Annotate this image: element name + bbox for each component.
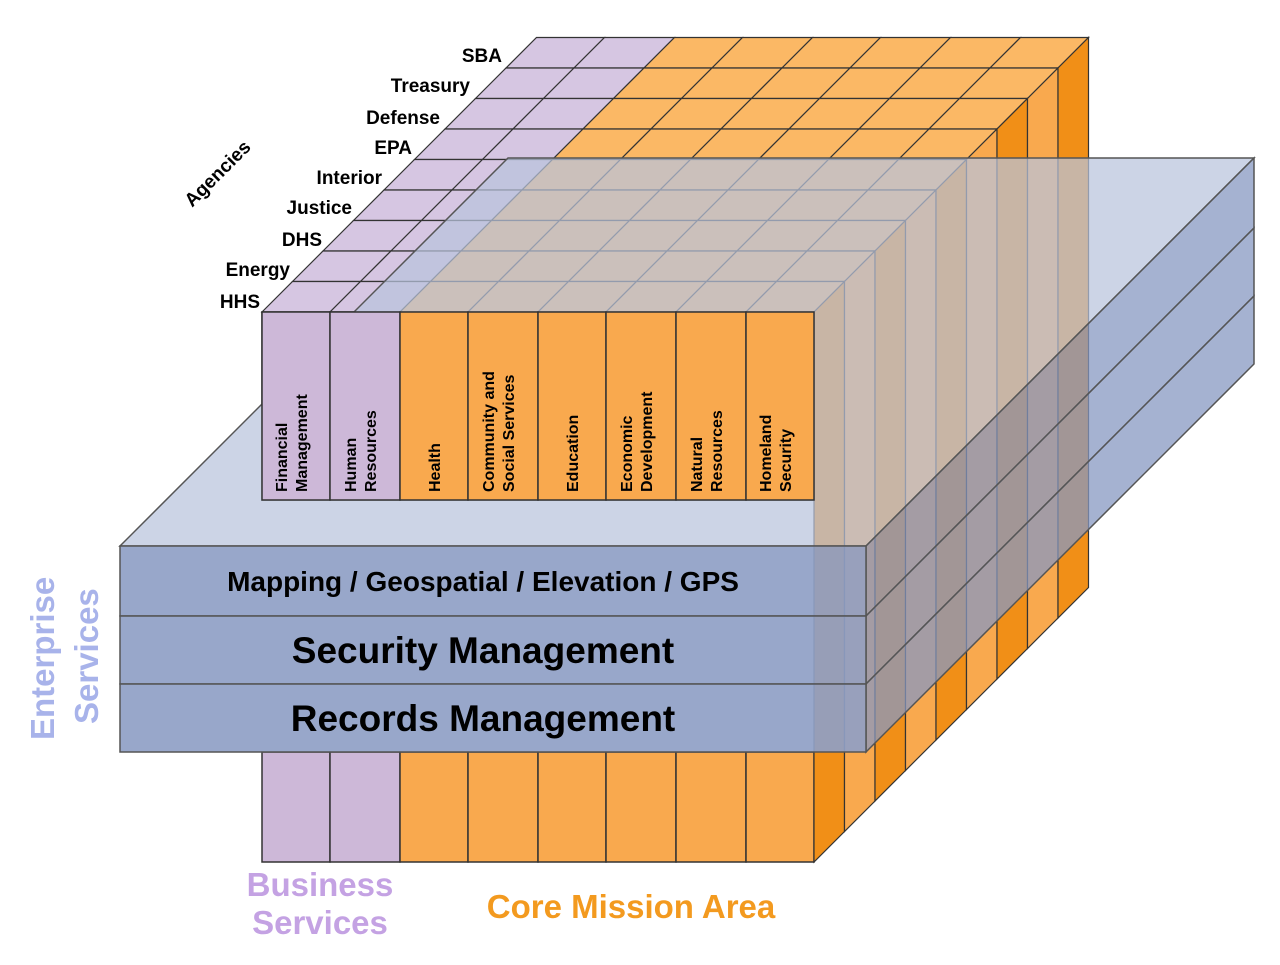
cube-lower-face	[537, 751, 607, 863]
column-label-mission: Development	[639, 391, 656, 492]
column-face-front	[467, 311, 539, 501]
enterprise-layer-label: Security Management	[292, 630, 674, 671]
agency-label: Interior	[317, 168, 383, 189]
agency-label: SBA	[462, 46, 502, 67]
cube-lower-face	[399, 751, 469, 863]
column-label-business: Human	[343, 438, 360, 492]
legend-enterprise-services-line1: Enterprise	[24, 577, 61, 740]
legend-business-services-line2: Services	[252, 904, 388, 941]
column-label-mission: Security	[778, 429, 795, 492]
agency-label: DHS	[282, 230, 322, 251]
column-label-mission: Education	[565, 415, 582, 492]
legend-enterprise-services-line2: Services	[68, 588, 105, 724]
column-label-mission: Social Services	[501, 374, 518, 492]
agency-label: Treasury	[391, 76, 471, 97]
agency-label: Defense	[366, 108, 440, 129]
cube-lower-face	[605, 751, 677, 863]
legend-business-services-line1: Business	[247, 866, 394, 903]
column-face-front	[605, 311, 677, 501]
cube-lower-face	[467, 751, 539, 863]
column-label-mission: Economic	[619, 415, 636, 492]
column-face-front	[261, 311, 331, 501]
cube-lower-face	[261, 751, 331, 863]
column-face-front	[329, 311, 401, 501]
enterprise-layer-labels: Mapping / Geospatial / Elevation / GPS Se…	[227, 566, 739, 739]
column-face-front	[745, 311, 815, 501]
cube-lower-face	[675, 751, 747, 863]
cube-lower-face	[329, 751, 401, 863]
column-label-mission: Resources	[709, 410, 726, 492]
enterprise-layer-front	[119, 615, 867, 685]
agency-label: EPA	[374, 138, 412, 159]
column-face-front	[399, 311, 469, 501]
legend-core-mission-area: Core Mission Area	[487, 888, 776, 925]
column-label-mission: Community and	[481, 371, 498, 492]
column-label-mission: Health	[427, 443, 444, 492]
enterprise-layer-label: Records Management	[291, 698, 676, 739]
agency-label: Energy	[226, 260, 291, 281]
agency-label: Justice	[287, 198, 352, 219]
enterprise-layer-front	[119, 683, 867, 753]
column-label-business: Management	[294, 394, 311, 492]
column-label-business: Resources	[363, 410, 380, 492]
agency-label: HHS	[220, 292, 260, 313]
cube-lower-columns	[261, 751, 815, 863]
enterprise-layer-label: Mapping / Geospatial / Elevation / GPS	[227, 566, 739, 597]
column-label-mission: Homeland	[758, 415, 775, 492]
column-face-front	[675, 311, 747, 501]
enterprise-service-layers	[118, 156, 1256, 754]
column-label-mission: Natural	[689, 437, 706, 492]
column-label-business: Financial	[274, 423, 291, 492]
agencies-axis-title: Agencies	[181, 137, 256, 212]
cube-lower-face	[745, 751, 815, 863]
